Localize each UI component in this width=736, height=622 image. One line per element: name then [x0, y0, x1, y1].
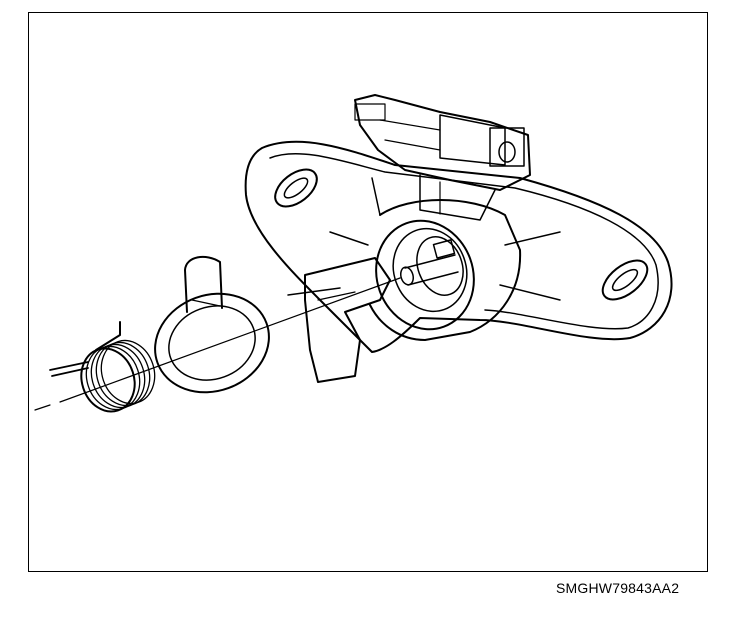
electrical-connector: [354, 94, 531, 221]
lever-arm: [304, 257, 391, 383]
figure-caption-code: SMGHW79843AA2: [556, 580, 680, 596]
return-spring-cover: [154, 255, 270, 394]
assembly-centerline: [34, 277, 401, 411]
sensor-housing: [287, 177, 561, 341]
mounting-bracket: [244, 140, 673, 353]
diagram-frame: [28, 12, 708, 572]
torsion-spring: [49, 321, 156, 413]
mounting-slot-left: [274, 168, 318, 208]
mounting-slot-right: [601, 259, 649, 301]
